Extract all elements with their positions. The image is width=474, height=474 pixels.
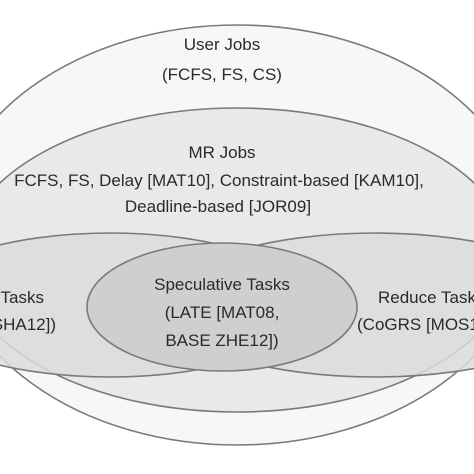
- user-jobs-title: User Jobs: [184, 35, 261, 54]
- speculative-tasks-methods-line2: BASE ZHE12]): [165, 331, 278, 350]
- mr-jobs-title: MR Jobs: [188, 143, 255, 162]
- map-tasks-title: Map Tasks: [0, 288, 44, 307]
- speculative-tasks-ellipse: [86, 242, 358, 372]
- reduce-tasks-title: Reduce Tasks: [378, 288, 474, 307]
- mr-jobs-methods-line2: Deadline-based [JOR09]: [125, 197, 311, 216]
- user-jobs-methods: (FCFS, FS, CS): [162, 65, 282, 84]
- mr-jobs-methods-line1: FCFS, FS, Delay [MAT10], Constraint-base…: [14, 171, 424, 190]
- speculative-tasks-methods-line1: (LATE [MAT08,: [165, 303, 280, 322]
- speculative-tasks-title: Speculative Tasks: [154, 275, 290, 294]
- reduce-tasks-methods: (CoGRS [MOS13]): [357, 315, 474, 334]
- map-tasks-methods: (LATE [SHA12]): [0, 315, 56, 334]
